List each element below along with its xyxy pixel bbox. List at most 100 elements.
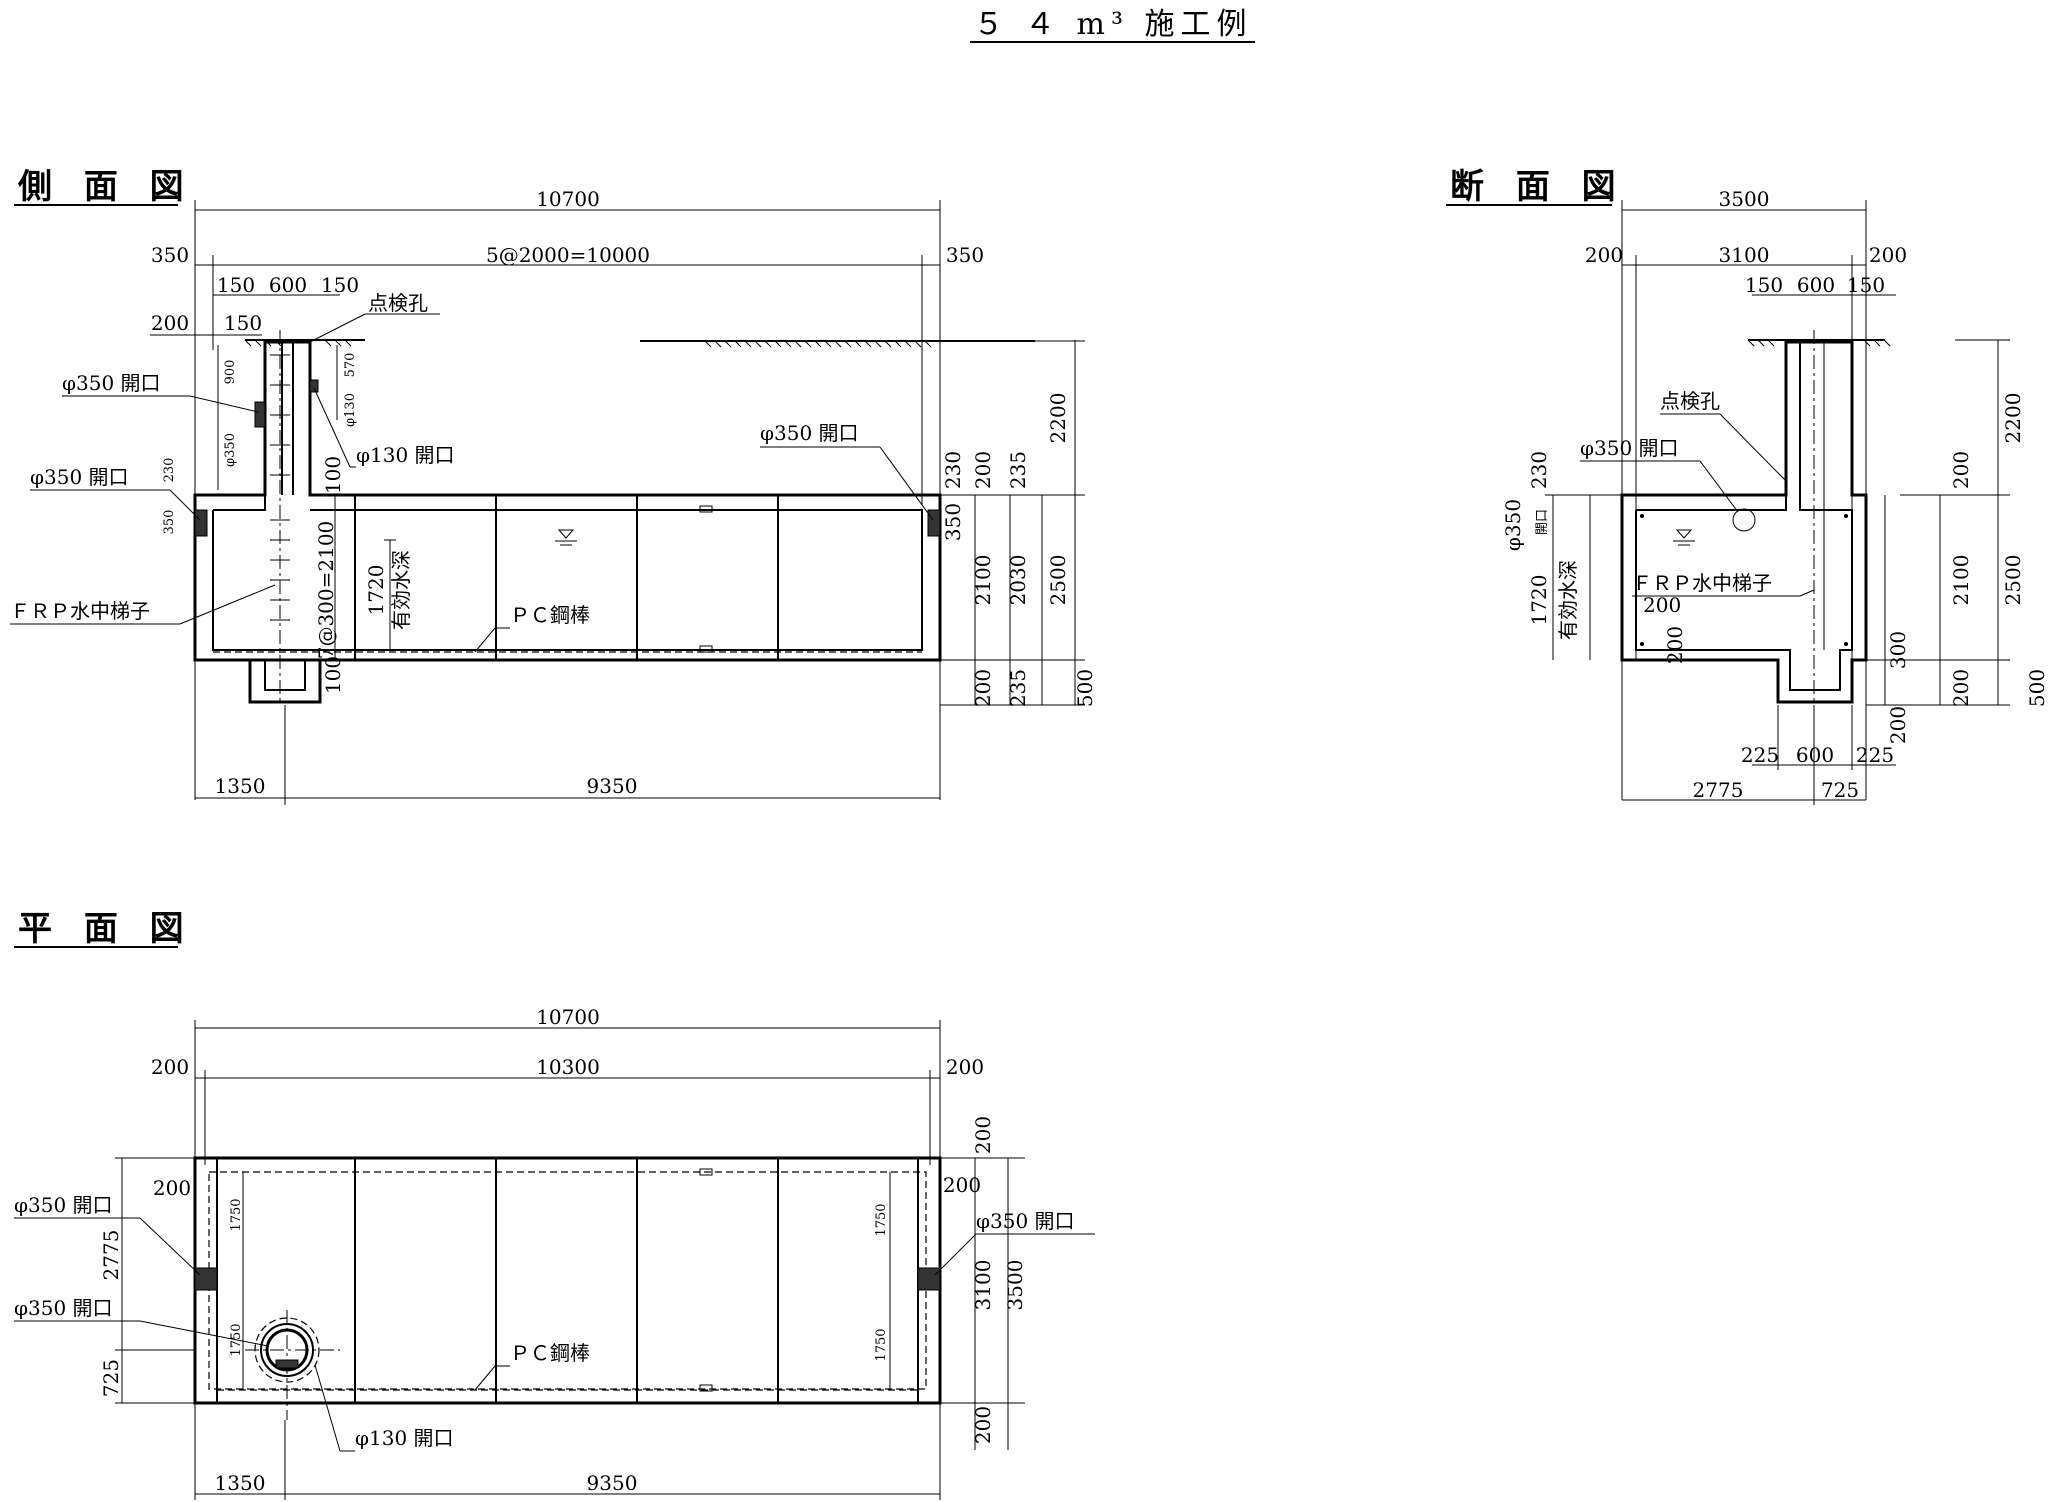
side-dim-r350: 350 <box>941 503 965 541</box>
side-dim-r200a: 200 <box>971 451 995 489</box>
section-dim-total: 3500 <box>1719 187 1770 211</box>
section-view-heading: 断 面 図 <box>1450 167 1626 207</box>
plan-dim-r200: 200 <box>946 1055 984 1079</box>
plan-dim-total: 10700 <box>536 1005 600 1029</box>
section-dim-b225b: 225 <box>1856 743 1894 767</box>
section-dim-v1720: 1720 <box>1527 575 1551 626</box>
plan-dim-inner: 10300 <box>536 1055 600 1079</box>
side-view-heading: 側 面 図 <box>17 167 194 207</box>
section-dim-b2775: 2775 <box>1693 778 1744 802</box>
section-dim-b600: 600 <box>1796 743 1834 767</box>
section-dim-r300: 300 <box>1886 631 1910 669</box>
section-dim-inner: 3100 <box>1719 243 1770 267</box>
side-dim-phi350-v: φ350 <box>223 433 238 467</box>
plan-dim-r3100: 3100 <box>971 1260 995 1311</box>
drawing-title: ５ ４ m³ 施工例 <box>970 7 1255 43</box>
section-dim-v350: φ350 <box>1501 499 1525 551</box>
plan-dim-v725: 725 <box>99 1359 123 1397</box>
side-label-ladder: ＦＲＰ水中梯子 <box>10 599 150 623</box>
side-dim-900: 900 <box>223 360 238 385</box>
section-dim-i200: 200 <box>1643 593 1681 617</box>
section-label-ladder: ＦＲＰ水中梯子 <box>1632 571 1772 595</box>
plan-manhole <box>245 1310 340 1420</box>
section-water-level-icon <box>1673 529 1695 546</box>
side-dim-r235a: 235 <box>1006 451 1030 489</box>
side-dim-shaft-150a: 150 <box>217 273 255 297</box>
plan-dim-r3500: 3500 <box>1003 1260 1027 1311</box>
plan-label-open130: φ130 開口 <box>355 1426 454 1450</box>
plan-dim-il200: 200 <box>153 1176 191 1200</box>
side-dim-r500: 500 <box>1073 669 1097 707</box>
side-dim-200: 200 <box>151 311 189 335</box>
side-dim-bottom-left: 1350 <box>215 774 266 798</box>
section-dim-r200: 200 <box>1869 243 1907 267</box>
section-opening-350 <box>1732 508 1756 532</box>
section-dim-v-eff: 有効水深 <box>1556 560 1580 640</box>
side-dim-150: 150 <box>224 311 262 335</box>
section-label-hatch: 点検孔 <box>1660 389 1720 413</box>
plan-view: 平 面 図 10700 10300 200 200 <box>14 909 1095 1500</box>
plan-opening-350-right <box>917 1267 941 1291</box>
side-opening-350-shaft <box>254 401 266 428</box>
side-dim-r2500: 2500 <box>1046 555 1070 606</box>
section-dim-s150b: 150 <box>1847 273 1885 297</box>
section-dim-r2100: 2100 <box>1949 555 1973 606</box>
section-view: 断 面 図 3500 200 3100 200 150 600 150 <box>1446 167 2048 805</box>
plan-label-open350-a: φ350 開口 <box>14 1193 113 1217</box>
section-dim-b725: 725 <box>1821 778 1859 802</box>
side-dim-shaft-150b: 150 <box>321 273 359 297</box>
side-dim-r230: 230 <box>941 451 965 489</box>
plan-dim-v2775: 2775 <box>99 1230 123 1281</box>
section-dim-i200b: 200 <box>1663 626 1687 664</box>
plan-view-heading: 平 面 図 <box>18 909 194 949</box>
section-dim-r2500: 2500 <box>2001 555 2025 606</box>
plan-dim-r200a: 200 <box>971 1116 995 1154</box>
section-dim-b225a: 225 <box>1741 743 1779 767</box>
plan-opening-350-left <box>194 1267 218 1291</box>
plan-dim-bottom-left: 1350 <box>215 1471 266 1495</box>
section-dim-l200: 200 <box>1585 243 1623 267</box>
side-dim-rungs: 7@300=2100 <box>314 521 338 660</box>
side-dim-570: 570 <box>343 353 358 378</box>
side-dim-350-left: 350 <box>162 510 177 535</box>
side-label-pc-bar: ＰＣ鋼棒 <box>510 603 590 627</box>
side-tank-wall <box>193 340 942 662</box>
plan-label-open350-b: φ350 開口 <box>976 1209 1075 1233</box>
section-dim-r2200: 2200 <box>2001 393 2025 444</box>
side-label-open350-a: φ350 開口 <box>62 371 161 395</box>
plan-label-open350-c: φ350 開口 <box>14 1296 113 1320</box>
side-dim-total: 10700 <box>536 187 600 211</box>
plan-dim-r200b: 200 <box>971 1406 995 1444</box>
section-dim-r200d: 200 <box>1886 706 1910 744</box>
side-dim-r200b: 200 <box>971 669 995 707</box>
side-label-open350-c: φ350 開口 <box>760 421 859 445</box>
side-dim-shaft-600: 600 <box>269 273 307 297</box>
side-dim-100a: 100 <box>321 456 345 494</box>
section-dim-s150a: 150 <box>1745 273 1783 297</box>
side-dim-phi130-v: φ130 <box>343 393 358 427</box>
side-dim-bays: 5@2000=10000 <box>486 243 650 267</box>
side-dim-r235b: 235 <box>1006 669 1030 707</box>
side-opening-350-left <box>194 509 208 537</box>
plan-dim-bottom-right: 9350 <box>587 1471 638 1495</box>
side-label-open130: φ130 開口 <box>356 443 455 467</box>
plan-label-pc-bar: ＰＣ鋼棒 <box>510 1341 590 1365</box>
section-dim-r500: 500 <box>2025 669 2048 707</box>
section-dim-r200: 200 <box>1949 451 1973 489</box>
plan-dim-v1750a: 1750 <box>229 1198 244 1231</box>
title-text: ５ ４ m³ 施工例 <box>973 7 1252 42</box>
side-dim-r2200: 2200 <box>1046 393 1070 444</box>
side-dim-eff-depth-num: 1720 <box>364 565 388 616</box>
side-label-hatch: 点検孔 <box>368 291 428 315</box>
side-dim-bottom-right: 9350 <box>587 774 638 798</box>
water-level-icon <box>555 529 577 546</box>
section-dim-r200c: 200 <box>1949 669 1973 707</box>
side-dim-left-end: 350 <box>151 243 189 267</box>
section-dim-s600: 600 <box>1797 273 1835 297</box>
side-dim-230: 230 <box>162 458 177 483</box>
side-dim-r2030: 2030 <box>1006 555 1030 606</box>
side-dim-right-end: 350 <box>946 243 984 267</box>
section-dim-v-open: 開口 <box>1535 509 1550 535</box>
side-view: 側 面 図 10700 5@2000=10000 350 350 150 600… <box>10 167 1097 805</box>
